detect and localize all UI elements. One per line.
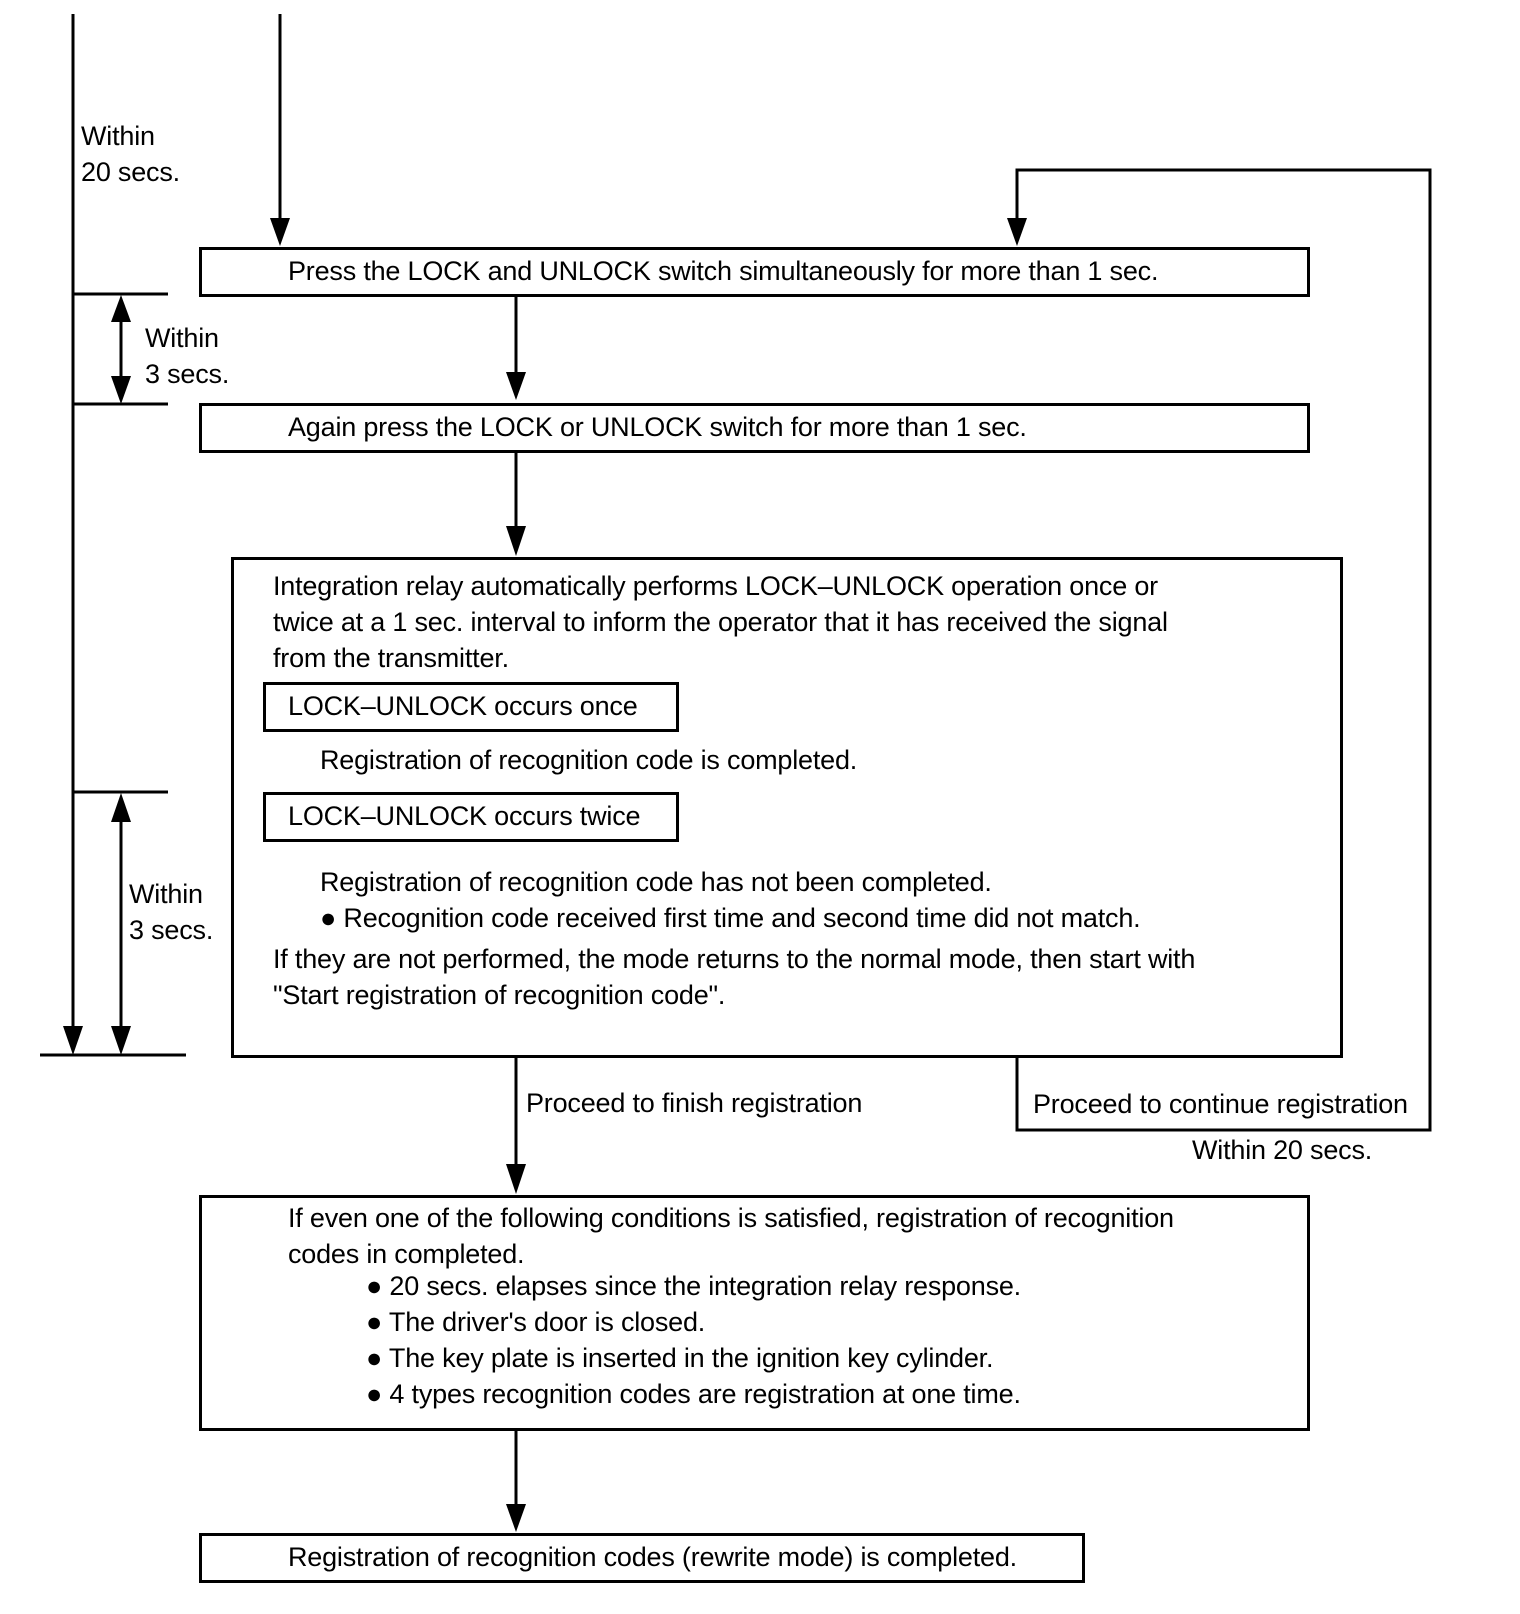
once-label-text: LOCK–UNLOCK occurs once [288,691,638,721]
twice-reason-text: ● Recognition code received first time a… [320,903,1141,933]
arrowhead-3s-b-up [111,793,131,822]
timing-label-20s-line1: Within [81,121,155,151]
arrowhead-1 [506,372,526,400]
step-press-both-text: Press the LOCK and UNLOCK switch simulta… [288,256,1159,286]
condition-item: ● The key plate is inserted in the ignit… [366,1343,994,1373]
arrowhead-3s-a-up [111,295,131,322]
arrowhead-loop [1007,218,1027,246]
final-step-box [199,1533,1085,1583]
arrowhead-4 [506,1504,526,1532]
twice-result-text: Registration of recognition code has not… [320,867,992,897]
conditions-intro-line1: If even one of the following conditions … [288,1203,1174,1233]
conditions-box [199,1195,1310,1431]
timing-label-20s-line2: 20 secs. [81,157,180,187]
arrowhead-2 [506,526,526,556]
relay-response-box [231,557,1343,1058]
timing-label-3s-a-line2: 3 secs. [145,359,230,389]
arrowhead-3s-a-down [111,376,131,404]
final-step-text: Registration of recognition codes (rewri… [288,1542,1017,1572]
timing-label-3s-b-line1: Within [129,879,203,909]
condition-item: ● 20 secs. elapses since the integration… [366,1271,1021,1301]
arrowhead-3 [506,1164,526,1194]
fallback-line1: If they are not performed, the mode retu… [273,944,1196,974]
continue-branch-label: Proceed to continue registration [1033,1089,1408,1119]
once-label-box [263,682,679,732]
loop-back-line [1015,168,1432,1132]
relay-intro-line1: Integration relay automatically performs… [273,571,1158,601]
relay-intro-line2: twice at a 1 sec. interval to inform the… [273,607,1168,637]
twice-label-box [263,792,679,842]
twice-label-text: LOCK–UNLOCK occurs twice [288,801,641,831]
timing-label-3s-a-line1: Within [145,323,219,353]
conditions-intro-line2: codes in completed. [288,1239,525,1269]
step-press-both-box [199,247,1310,297]
arrowhead-timing-20 [63,1026,83,1055]
step-press-again-box [199,403,1310,453]
relay-intro-line3: from the transmitter. [273,643,509,673]
condition-item: ● 4 types recognition codes are registra… [366,1379,1021,1409]
finish-branch-label: Proceed to finish registration [526,1088,863,1118]
fallback-line2: "Start registration of recognition code"… [273,980,726,1010]
continue-timing-label: Within 20 secs. [1192,1135,1373,1165]
arrowhead-3s-b-down [111,1026,131,1055]
step-press-again-text: Again press the LOCK or UNLOCK switch fo… [288,412,1027,442]
arrowhead-entry [270,218,290,246]
once-result-text: Registration of recognition code is comp… [320,745,858,775]
condition-item: ● The driver's door is closed. [366,1307,706,1337]
timing-label-3s-b-line2: 3 secs. [129,915,214,945]
